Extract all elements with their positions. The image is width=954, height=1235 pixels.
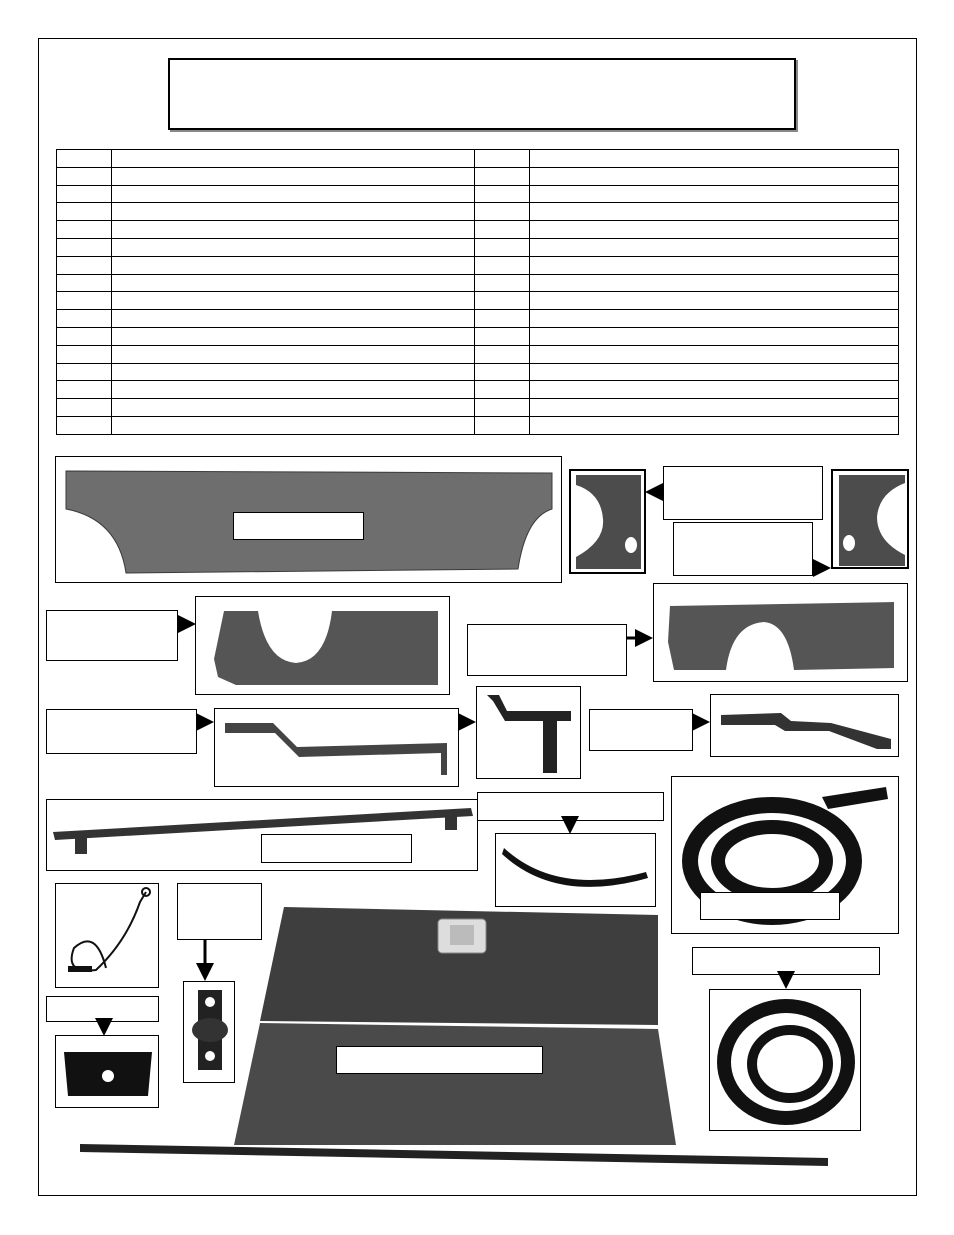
left-corner-panel-image	[576, 475, 641, 569]
right-side-panel-label	[467, 624, 627, 676]
left-brace-image	[225, 723, 447, 775]
mount-clip-image	[192, 990, 228, 1070]
table-row	[56, 362, 899, 382]
right-brace-image	[721, 713, 891, 749]
table-row	[56, 344, 899, 364]
bracket-image	[487, 695, 571, 773]
part-description-cell	[529, 415, 899, 435]
table-row	[56, 220, 899, 239]
seal-small-photo	[709, 989, 861, 1131]
front-bar-image	[80, 1144, 828, 1166]
left-side-panel-label	[46, 610, 178, 661]
front-panel-label	[233, 512, 364, 540]
table-row	[56, 415, 899, 435]
left-corner-panel-photo	[569, 469, 646, 574]
page-border	[38, 38, 917, 1196]
cable-photo	[55, 883, 159, 988]
left-corner-panel-label	[663, 466, 823, 520]
latch-block-photo	[55, 1035, 159, 1108]
left-brace-photo	[214, 708, 459, 787]
right-corner-panel-photo	[831, 469, 909, 569]
left-brace-label	[46, 709, 197, 754]
right-corner-panel-image	[839, 475, 905, 566]
mount-clip-photo	[183, 981, 235, 1083]
parts-table	[56, 149, 899, 435]
table-row	[56, 237, 899, 257]
right-brace-label	[589, 709, 693, 751]
latch-block-image	[64, 1052, 152, 1096]
left-side-panel-image	[214, 611, 438, 685]
bracket-photo	[476, 686, 581, 779]
arc-strip-image	[502, 848, 648, 887]
seal-large-label	[700, 892, 840, 920]
right-side-panel-image	[668, 602, 894, 670]
table-row	[56, 291, 899, 311]
seal-small-image	[717, 999, 855, 1125]
cable-image	[68, 887, 151, 972]
mount-clip-label	[177, 883, 262, 940]
title-box	[168, 58, 796, 130]
left-side-panel-photo	[195, 596, 450, 695]
right-corner-panel-label	[673, 522, 813, 576]
table-row	[56, 202, 899, 222]
cable-label	[46, 996, 159, 1022]
rear-rail-image	[53, 808, 473, 854]
rear-rail-label	[261, 834, 412, 863]
table-row	[56, 380, 899, 400]
right-side-panel-photo	[653, 583, 908, 682]
arc-strip-photo	[495, 833, 656, 907]
lid-assembly-label	[336, 1046, 543, 1074]
right-brace-photo	[710, 694, 899, 757]
